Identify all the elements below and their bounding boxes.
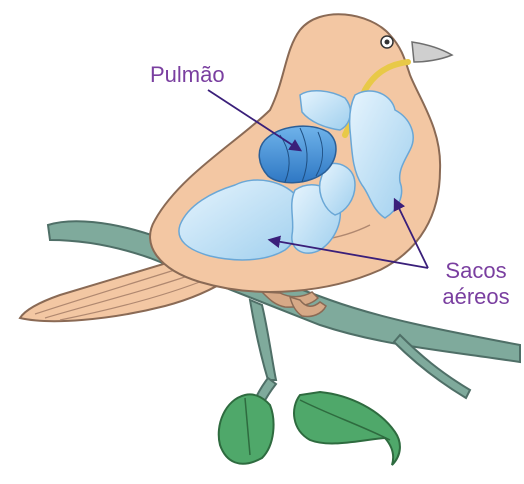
air-sacs-label-line1: Sacos [428, 258, 524, 284]
lung-label: Pulmão [150, 62, 225, 88]
bird-beak [412, 42, 452, 62]
air-sacs-label: Sacos aéreos [428, 258, 524, 310]
air-sacs-label-line2: aéreos [428, 284, 524, 310]
leaf [219, 392, 400, 465]
